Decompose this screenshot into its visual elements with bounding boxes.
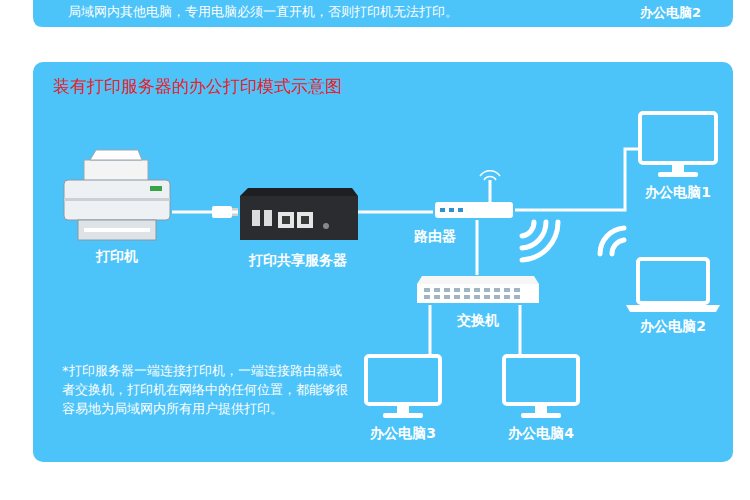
footnote: *打印服务器一端连接打印机，一端连接路由器或者交换机，打印机在网络中的任何位置，… <box>62 361 354 418</box>
monitor-icon <box>640 113 716 177</box>
network-cable <box>172 211 238 214</box>
device-label: 办公电脑3 <box>370 425 436 441</box>
device-node: 路由器 <box>433 174 515 220</box>
device-label: 路由器 <box>414 228 456 244</box>
network-cable <box>476 220 479 275</box>
device-label: 办公电脑4 <box>508 425 574 441</box>
wifi-waves <box>522 222 624 260</box>
switch-icon <box>417 276 539 303</box>
device-label: 交换机 <box>457 312 499 328</box>
device-node: 办公电脑3 <box>364 354 442 420</box>
device-label: 打印共享服务器 <box>249 252 347 268</box>
diagram-title: 装有打印服务器的办公打印模式示意图 <box>53 75 342 98</box>
device-node: 打印机 <box>62 150 172 240</box>
top-note: 局域网内其他电脑，专用电脑必须一直开机，否则打印机无法打印。 <box>68 3 458 21</box>
printer-icon <box>64 150 170 240</box>
device-node: 办公电脑4 <box>502 354 580 420</box>
main-panel <box>33 62 733 462</box>
device-node: 办公电脑1 <box>638 111 718 179</box>
device-node: 打印共享服务器 <box>238 188 358 240</box>
device-label: 办公电脑2 <box>640 318 706 334</box>
network-cable <box>519 305 522 354</box>
network-cable <box>429 305 432 354</box>
monitor-icon <box>366 356 440 418</box>
device-label: 打印机 <box>96 248 138 264</box>
laptop-icon <box>626 259 720 312</box>
network-cable <box>515 149 638 210</box>
device-label: 办公电脑2 <box>640 4 701 22</box>
router-icon <box>435 171 513 218</box>
network-cable <box>358 211 433 214</box>
device-label: 办公电脑1 <box>645 184 711 200</box>
device-node: 办公电脑2 <box>624 257 722 314</box>
device-node: 交换机 <box>417 275 539 305</box>
monitor-icon <box>504 356 578 418</box>
print-server-icon <box>240 188 358 240</box>
top-panel <box>33 0 733 27</box>
